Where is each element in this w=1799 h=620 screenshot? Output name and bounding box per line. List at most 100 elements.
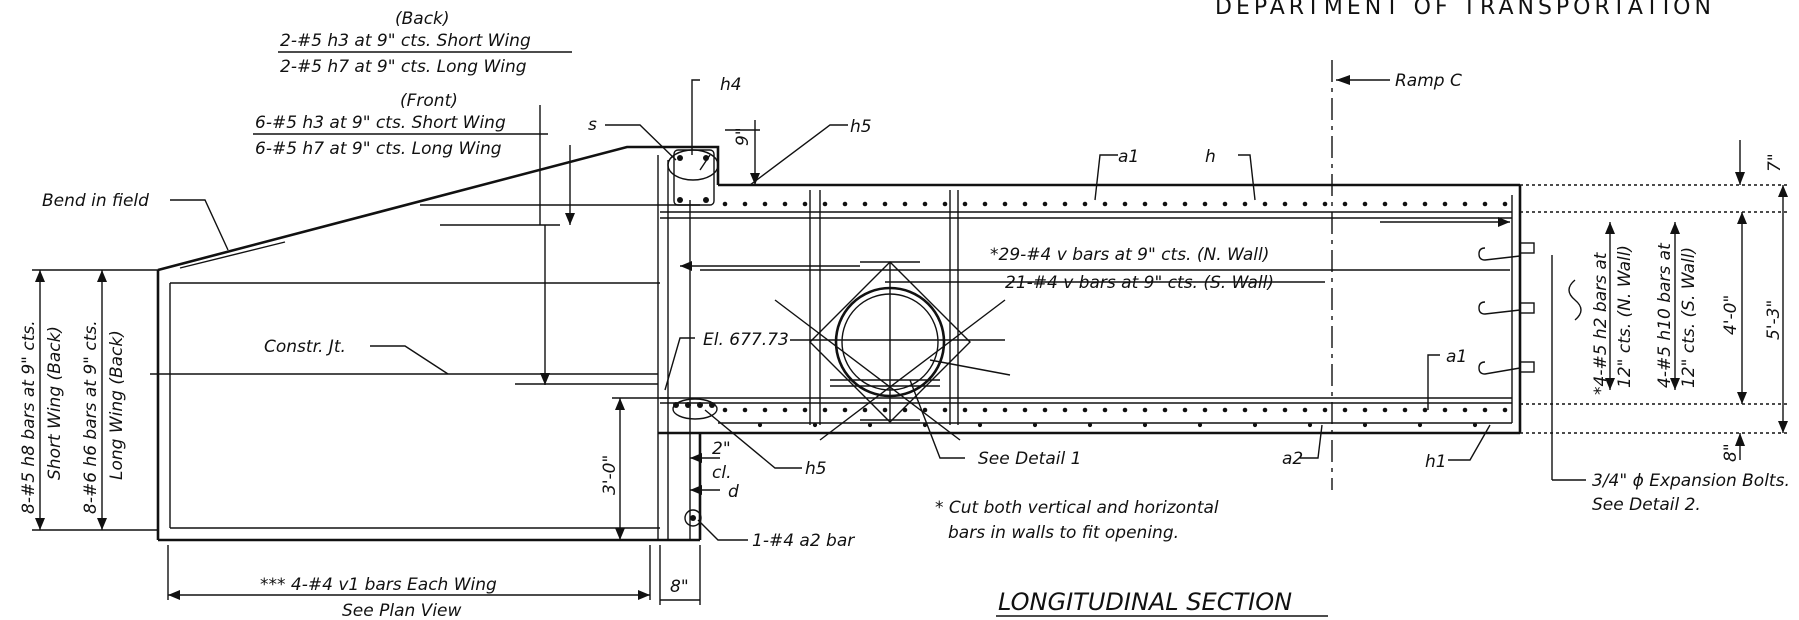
rebar-dot xyxy=(1142,422,1148,428)
rebar-dot xyxy=(1002,407,1008,413)
rebar-dot xyxy=(862,407,868,413)
rebar-dot xyxy=(802,407,808,413)
bottom-slab-rebar-dots xyxy=(722,407,1508,413)
rebar-dot xyxy=(1202,407,1208,413)
note-line1: * Cut both vertical and horizontal xyxy=(935,498,1219,518)
rebar-dot xyxy=(822,201,828,207)
rebar-dot xyxy=(812,422,818,428)
rebar-dot xyxy=(902,201,908,207)
nine-inch-dim: 9" xyxy=(733,127,753,146)
eight-inch-right-dim: 8" xyxy=(1721,443,1741,462)
rebar-dot xyxy=(1142,407,1148,413)
a2-bar-label: 1-#4 a2 bar xyxy=(752,531,855,551)
right-dimensions xyxy=(1520,140,1790,460)
bottom-corner-hook xyxy=(672,398,718,527)
pipe-opening xyxy=(774,261,1006,441)
rebar-dot xyxy=(1422,407,1428,413)
h5-bottom-label: h5 xyxy=(805,459,827,479)
rebar-dot xyxy=(942,407,948,413)
rebar-dot xyxy=(867,422,873,428)
rebar-dot xyxy=(1062,201,1068,207)
rebar-dot xyxy=(862,201,868,207)
callouts: (Back) 2-#5 h3 at 9" cts. Short Wing 2-#… xyxy=(19,9,1790,620)
rebar-dot xyxy=(1102,201,1108,207)
rebar-dot xyxy=(722,201,728,207)
rebar-dot xyxy=(782,407,788,413)
bend-in-field-label: Bend in field xyxy=(42,191,149,211)
top-corner-hook xyxy=(667,149,719,206)
s-bar-label: s xyxy=(588,115,597,135)
top-slab-rebar-dots xyxy=(722,201,1508,207)
rebar-dot xyxy=(1102,407,1108,413)
rebar-dot xyxy=(1362,422,1368,428)
rebar-dot xyxy=(1482,407,1488,413)
rebar-dot xyxy=(1302,201,1308,207)
rebar-dot xyxy=(1062,407,1068,413)
rebar-dot xyxy=(1282,407,1288,413)
rebar-dot xyxy=(742,407,748,413)
rebar-dot xyxy=(1002,201,1008,207)
back-label: (Back) xyxy=(395,9,450,29)
bottom-slab-rebar-dots-lower xyxy=(757,422,1478,428)
rebar-dot xyxy=(1087,422,1093,428)
rebar-dot xyxy=(882,407,888,413)
h2-bars-line1: *4-#5 h2 bars at xyxy=(1591,251,1611,395)
rebar-dot xyxy=(1182,201,1188,207)
v-bars-north-wall: *29-#4 v bars at 9" cts. (N. Wall) xyxy=(990,245,1269,265)
back-short-wing-bars: 2-#5 h3 at 9" cts. Short Wing xyxy=(280,31,531,51)
rebar-dot xyxy=(1402,407,1408,413)
rebar-dot xyxy=(982,201,988,207)
rebar-dot xyxy=(1417,422,1423,428)
rebar-dot xyxy=(1042,407,1048,413)
rebar-dot xyxy=(1122,407,1128,413)
rebar-dot xyxy=(1362,407,1368,413)
front-short-wing-bars: 6-#5 h3 at 9" cts. Short Wing xyxy=(255,113,506,133)
rebar-dot xyxy=(1197,422,1203,428)
cl-label: cl. xyxy=(712,463,731,483)
rebar-dot xyxy=(977,422,983,428)
rebar-dot xyxy=(1162,201,1168,207)
rebar-dot xyxy=(1482,201,1488,207)
a2-bottom-label: a2 xyxy=(1282,449,1303,469)
four-foot-dim: 4'-0" xyxy=(1721,295,1741,335)
rebar-dot xyxy=(882,201,888,207)
rebar-dot xyxy=(1242,407,1248,413)
short-wing-bars-line1: 8-#5 h8 bars at 9" cts. xyxy=(19,320,39,514)
rebar-dot xyxy=(962,407,968,413)
two-inch-dim: 2" xyxy=(712,439,731,459)
front-label: (Front) xyxy=(400,91,458,111)
section-title: LONGITUDINAL SECTION xyxy=(998,588,1292,616)
a1-right-label: a1 xyxy=(1446,347,1467,367)
rebar-dot xyxy=(922,407,928,413)
a1-top-label: a1 xyxy=(1118,147,1139,167)
rebar-dot xyxy=(1307,422,1313,428)
h2-bars-line2: 12" cts. (N. Wall) xyxy=(1615,245,1635,388)
rebar-dot xyxy=(1262,201,1268,207)
agency-header: DEPARTMENT OF TRANSPORTATION xyxy=(1215,0,1715,20)
rebar-dot xyxy=(1142,201,1148,207)
rebar-dot xyxy=(1442,201,1448,207)
rebar-dot xyxy=(1382,407,1388,413)
left-dimensions xyxy=(32,105,760,605)
rebar-dot xyxy=(1032,422,1038,428)
leader-lines xyxy=(170,79,1510,541)
rebar-dot xyxy=(1202,201,1208,207)
rebar-dot xyxy=(1462,201,1468,207)
rebar-dot xyxy=(757,422,763,428)
rebar-dot xyxy=(1342,201,1348,207)
rebar-dot xyxy=(842,201,848,207)
rebar-dot xyxy=(1422,201,1428,207)
rebar-dot xyxy=(762,201,768,207)
rebar-dot xyxy=(802,201,808,207)
front-long-wing-bars: 6-#5 h7 at 9" cts. Long Wing xyxy=(255,139,502,159)
h4-bar-label: h4 xyxy=(720,75,742,95)
rebar-dot xyxy=(782,201,788,207)
rebar-dot xyxy=(722,407,728,413)
rebar-dot xyxy=(1022,407,1028,413)
long-wing-bars-line2: Long Wing (Back) xyxy=(107,330,127,480)
rebar-dot xyxy=(1382,201,1388,207)
expansion-bolts-line2: See Detail 2. xyxy=(1592,495,1701,515)
v-bars-south-wall: 21-#4 v bars at 9" cts. (S. Wall) xyxy=(1005,273,1274,293)
see-plan-view: See Plan View xyxy=(342,601,461,620)
rebar-dot xyxy=(1322,407,1328,413)
